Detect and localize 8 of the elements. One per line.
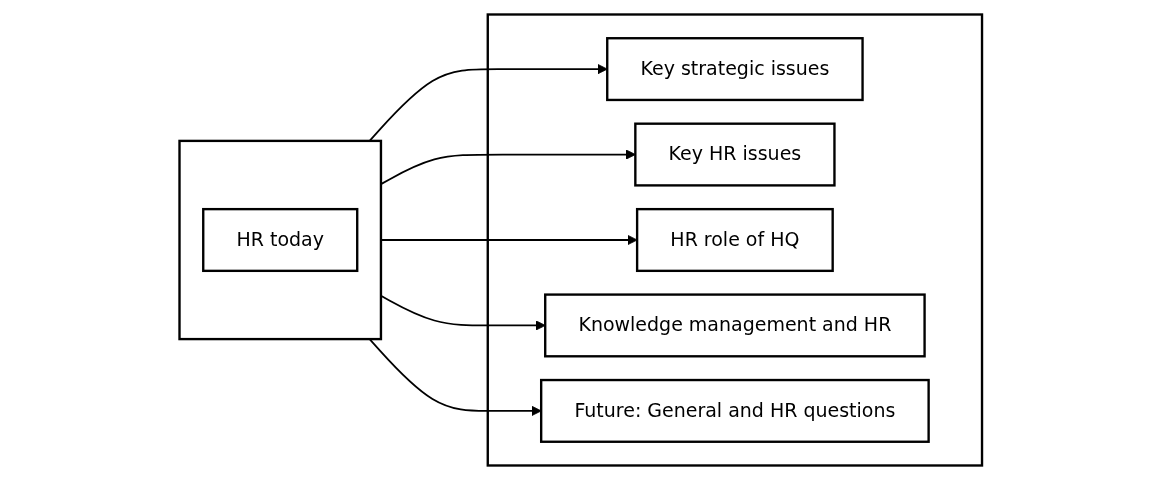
node-box: Future: General and HR questions (540, 378, 931, 443)
node-box: HR role of HQ (636, 207, 835, 273)
node-box: Knowledge management and HR (544, 293, 926, 358)
node-box: HR today (202, 207, 359, 273)
node-box: Key strategic issues (606, 37, 864, 102)
cluster (178, 139, 383, 341)
node-box: Key HR issues (634, 122, 836, 187)
cluster (486, 13, 984, 467)
